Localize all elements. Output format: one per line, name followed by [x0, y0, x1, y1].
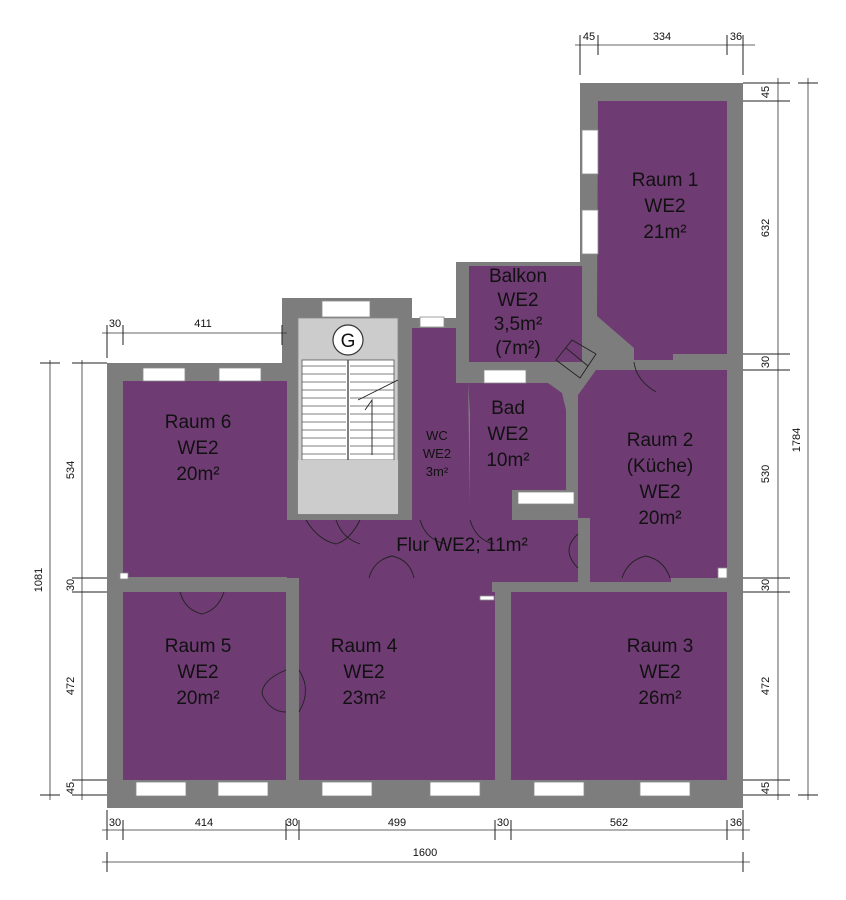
dim-top-1: 45 — [583, 31, 595, 43]
wc-area: 3m² — [426, 464, 449, 479]
dim-total-width: 1600 — [413, 847, 437, 859]
raum4-unit: WE2 — [343, 662, 384, 683]
room-raum-1 — [597, 101, 727, 360]
raum3-unit: WE2 — [639, 662, 680, 683]
dim-bottom-6: 562 — [610, 817, 628, 829]
dim-bottom-2: 414 — [195, 817, 213, 829]
room-raum-5 — [123, 592, 286, 780]
dim-topleft-1: 30 — [109, 318, 121, 330]
raum3-name: Raum 3 — [627, 636, 694, 657]
room-raum-3 — [511, 592, 727, 780]
dim-right-total: 1784 — [791, 428, 803, 452]
raum1-name: Raum 1 — [632, 170, 699, 191]
bad-area: 10m² — [486, 450, 529, 471]
dim-right-1: 45 — [760, 86, 772, 98]
balkon-area: 3,5m² — [494, 314, 543, 335]
raum4-name: Raum 4 — [331, 636, 398, 657]
dimensions: 45 334 36 30 411 30 414 30 499 30 562 36… — [33, 31, 818, 872]
balkon-sub: (7m²) — [495, 338, 540, 359]
dim-right-4: 530 — [760, 465, 772, 483]
dim-right-2: 632 — [760, 219, 772, 237]
balkon-unit: WE2 — [497, 290, 538, 311]
dim-left-4: 45 — [65, 782, 77, 794]
staircase: G — [297, 317, 399, 515]
raum3-area: 26m² — [638, 688, 681, 709]
wc-name: WC — [426, 428, 448, 443]
raum6-area: 20m² — [176, 464, 219, 485]
raum2-unit: WE2 — [639, 482, 680, 503]
dim-left-1: 534 — [65, 461, 77, 479]
dim-bottom-3: 30 — [286, 817, 298, 829]
room-flur — [287, 328, 578, 592]
raum5-area: 20m² — [176, 688, 219, 709]
wc-unit: WE2 — [423, 446, 451, 461]
raum4-area: 23m² — [342, 688, 385, 709]
windows — [119, 129, 728, 797]
room-balkon — [469, 266, 582, 362]
dim-right-7: 45 — [760, 782, 772, 794]
dim-bottom-7: 36 — [730, 817, 742, 829]
raum6-name: Raum 6 — [165, 412, 232, 433]
balkon-name: Balkon — [489, 266, 547, 287]
raum2-sub: (Küche) — [627, 456, 694, 477]
dim-bottom-5: 30 — [497, 817, 509, 829]
stair-marker-label: G — [341, 331, 356, 352]
dim-topleft-2: 411 — [194, 318, 212, 330]
dim-bottom-4: 499 — [388, 817, 406, 829]
raum1-area: 21m² — [643, 222, 686, 243]
raum5-unit: WE2 — [177, 662, 218, 683]
dim-bottom-1: 30 — [109, 817, 121, 829]
doors — [179, 339, 671, 713]
dim-left-3: 472 — [65, 677, 77, 695]
dim-top-2: 334 — [653, 31, 671, 43]
room-raum-2 — [578, 370, 727, 582]
flur-label: Flur WE2; 11m² — [396, 535, 528, 556]
dim-left-2: 30 — [65, 579, 77, 591]
raum6-unit: WE2 — [177, 438, 218, 459]
room-raum-4 — [299, 592, 495, 780]
rooms — [123, 101, 727, 780]
bad-unit: WE2 — [487, 424, 528, 445]
raum1-unit: WE2 — [644, 196, 685, 217]
raum5-name: Raum 5 — [165, 636, 232, 657]
room-bad — [468, 383, 566, 505]
dim-right-6: 472 — [760, 677, 772, 695]
raum2-area: 20m² — [638, 508, 681, 529]
dim-right-3: 30 — [760, 356, 772, 368]
raum2-name: Raum 2 — [627, 430, 694, 451]
room-labels: Raum 1 WE2 21m² Raum 2 (Küche) WE2 20m² … — [165, 170, 699, 709]
room-raum-6 — [123, 381, 287, 577]
stair-marker-circle — [332, 324, 364, 356]
dim-top-3: 36 — [730, 31, 742, 43]
dim-right-5: 30 — [760, 579, 772, 591]
dim-left-total: 1081 — [33, 568, 45, 592]
bad-name: Bad — [491, 398, 525, 419]
